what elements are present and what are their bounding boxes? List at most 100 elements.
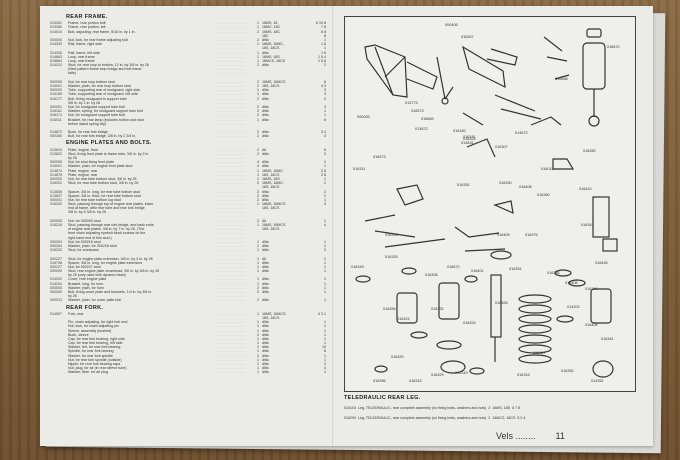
part-model: 16MS, 16MC, [262,42,284,47]
part-description: Cover, rear engine plate [68,277,107,282]
leader-dots: . . . . . . . . . . . . . . . [216,104,245,109]
part-qty: 1 [257,239,259,244]
part-price: 1 [324,113,326,118]
part-number: 014312 [50,63,62,68]
part-callout-label: 016573 [411,109,424,113]
part-qty: 2 [257,193,259,198]
part-model: ditto [262,197,269,202]
part-callout-label: 016320 [391,355,404,359]
part-model: 16MC, 18C [262,25,281,30]
leader-dots: . . . . . . . . . . . . . . . [216,92,245,97]
part-row: before stand spring clip). . . . . . . .… [50,122,326,126]
part-number: 000000 [50,269,62,274]
part-callout-label: 016315 [517,373,530,377]
leader-dots: . . . . . . . . . . . . . . . [216,42,245,47]
part-model: 18S, 18CS [262,206,280,211]
leader-dots: . . . . . . . . . . . . . . . [216,117,245,122]
leader-dots: . . . . . . . . . . . . . . . [216,193,245,198]
part-description: Sleeve, assembly (bushed) [68,328,112,333]
part-number: 000001 [50,104,62,109]
section-title-rear-frame: REAR FRAME. [66,14,108,20]
part-price: 2 [324,160,326,165]
part-description: Stud, fixing front plate to frame tube, … [68,151,150,156]
part-number: 013280 [50,25,62,30]
leader-dots: . . . . . . . . . . . . . . . [216,320,245,325]
part-price: 8 [324,33,326,38]
part-callout-label: 016321 [397,317,410,321]
part-price: 4 3 [321,84,326,89]
part-model: ditto [262,341,269,346]
part-description: Bolt, for rear fork bridge, 3/8 in. by 2… [68,134,137,139]
part-number: 016161 [50,109,62,114]
footer-text: Vels ........ [496,431,536,441]
part-qty: 2 [257,197,259,202]
part-description: Washer, plain, for 000216 stud [68,243,117,248]
leader-dots: . . . . . . . . . . . . . . . [216,29,245,34]
part-model: 18C [262,33,269,38]
part-callout-label: 016351 [457,183,470,187]
leader-dots: . . . . . . . . . . . . . . . [216,290,245,295]
part-description: Bolt, fixing mudguard to support tube [68,96,127,101]
part-callout-label: 016409 [497,233,510,237]
part-price: 2 [324,189,326,194]
part-price: 3 [324,134,326,139]
part-model: ditto [262,104,269,109]
part-callout-label: 018672 [607,45,620,49]
part-description: Frame, rear portion, left [68,25,106,30]
part-description: Spacer, 3/8 in. long, for rear tube bott… [68,189,141,194]
part-qty: 2 [257,151,259,156]
part-description: Nut, for rear tube bottom stud, 3/8 in. … [68,176,137,181]
part-row: Cap, for rear fork bearing, right side. … [50,337,326,341]
part-description: rails) [68,71,76,76]
leader-dots: . . . . . . . . . . . . . . . [216,109,245,114]
part-callout-label: 016307 [461,35,474,39]
part-row: by 26. . . . . . . . . . . . . . . [50,156,326,160]
leader-dots: . . . . . . . . . . . . . . . [216,256,245,261]
part-model: ditto [262,357,269,362]
leader-dots: . . . . . . . . . . . . . . . [216,147,245,152]
part-row: by 26. . . . . . . . . . . . . . . [50,294,326,298]
leader-dots: . . . . . . . . . . . . . . . [216,239,245,244]
part-model: ditto [262,92,269,97]
part-model: ditto [262,109,269,114]
part-qty: 1 [257,370,259,375]
part-callout-label: 016354 [383,307,396,311]
leader-dots: . . . . . . . . . . . . . . . [216,151,245,156]
part-description: Nut, for 000227 stud [68,264,101,269]
leader-dots: . . . . . . . . . . . . . . . [216,273,245,278]
part-description: Bracket, long, for horn [68,281,104,286]
part-price: 2 [324,193,326,198]
part-description: Nut, for rear fork spindle (outside) [68,357,122,362]
part-qty: 4 [257,164,259,169]
part-callout-label: 000406 [445,23,458,27]
part-description: Stud, rear engine plate crosshead, 3/8 i… [68,269,160,274]
part-callout-label: 016341 [601,337,614,341]
part-description: Loop, rear frame [68,58,95,63]
rear-fork-drawing [462,45,542,158]
part-number: 013822 [50,151,62,156]
part-description: by 26 [68,156,77,161]
part-qty: 2 [257,332,259,337]
part-model: ditto [262,332,269,337]
part-model: ditto [262,370,269,375]
part-model: 16MS, 18 [262,21,278,26]
leader-dots: . . . . . . . . . . . . . . . [216,172,245,177]
part-qty: 2 [257,79,259,84]
part-qty: 2 [257,96,259,101]
leader-dots: . . . . . . . . . . . . . . . [216,264,245,269]
part-description: Nut, plug, for air (in rear sleeve tube) [68,366,127,371]
part-callout-label: 016349 [585,287,598,291]
